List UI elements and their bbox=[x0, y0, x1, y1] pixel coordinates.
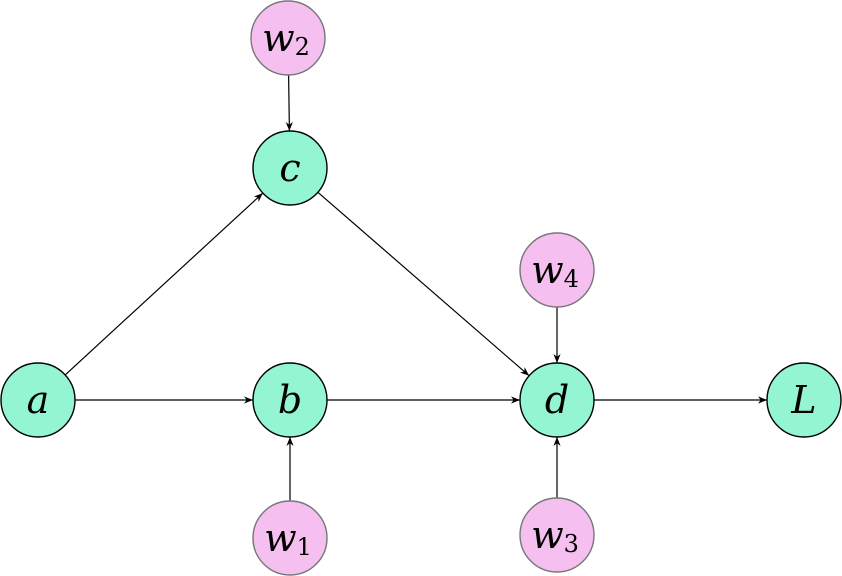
node-w1-symbol: w bbox=[264, 516, 297, 560]
node-L: L bbox=[766, 362, 842, 438]
node-w3-label: w3 bbox=[531, 513, 579, 558]
node-a-label: a bbox=[27, 378, 50, 422]
node-a: a bbox=[0, 362, 76, 438]
node-w1: w1 bbox=[252, 500, 328, 576]
node-w4-subscript: 4 bbox=[564, 265, 579, 293]
node-L-label: L bbox=[790, 378, 816, 422]
node-c-circle bbox=[252, 130, 328, 206]
node-L-circle bbox=[766, 362, 842, 438]
node-c-label: c bbox=[279, 146, 300, 190]
node-w2: w2 bbox=[250, 0, 326, 76]
node-d: d bbox=[519, 362, 595, 438]
node-w1-label: w1 bbox=[264, 516, 312, 561]
node-w4-label: w4 bbox=[531, 248, 579, 293]
node-w3-circle bbox=[519, 497, 595, 573]
node-w3-symbol: w bbox=[531, 513, 564, 557]
node-w1-circle bbox=[252, 500, 328, 576]
node-L-symbol: L bbox=[790, 378, 816, 422]
edge-w2-to-c bbox=[285, 74, 293, 132]
node-w3-subscript: 3 bbox=[564, 530, 579, 558]
node-w2-subscript: 2 bbox=[295, 33, 310, 61]
node-c-symbol: c bbox=[279, 146, 300, 190]
node-w4-circle bbox=[519, 232, 595, 308]
edge-c-to-d bbox=[317, 191, 530, 377]
node-w2-circle bbox=[250, 0, 326, 76]
node-w2-symbol: w bbox=[262, 16, 295, 60]
node-a-circle bbox=[0, 362, 76, 438]
node-c: c bbox=[252, 130, 328, 206]
node-d-symbol: d bbox=[545, 378, 569, 422]
node-d-circle bbox=[519, 362, 595, 438]
node-w1-subscript: 1 bbox=[297, 533, 312, 561]
node-w4: w4 bbox=[519, 232, 595, 308]
node-d-label: d bbox=[545, 378, 569, 422]
node-w3: w3 bbox=[519, 497, 595, 573]
edge-a-to-c bbox=[64, 192, 264, 376]
node-a-symbol: a bbox=[27, 378, 50, 422]
node-b-symbol: b bbox=[278, 378, 302, 422]
node-w4-symbol: w bbox=[531, 248, 564, 292]
node-b: b bbox=[252, 362, 328, 438]
node-w2-label: w2 bbox=[262, 16, 310, 61]
node-b-circle bbox=[252, 362, 328, 438]
edges bbox=[64, 74, 767, 501]
node-b-label: b bbox=[278, 378, 302, 422]
